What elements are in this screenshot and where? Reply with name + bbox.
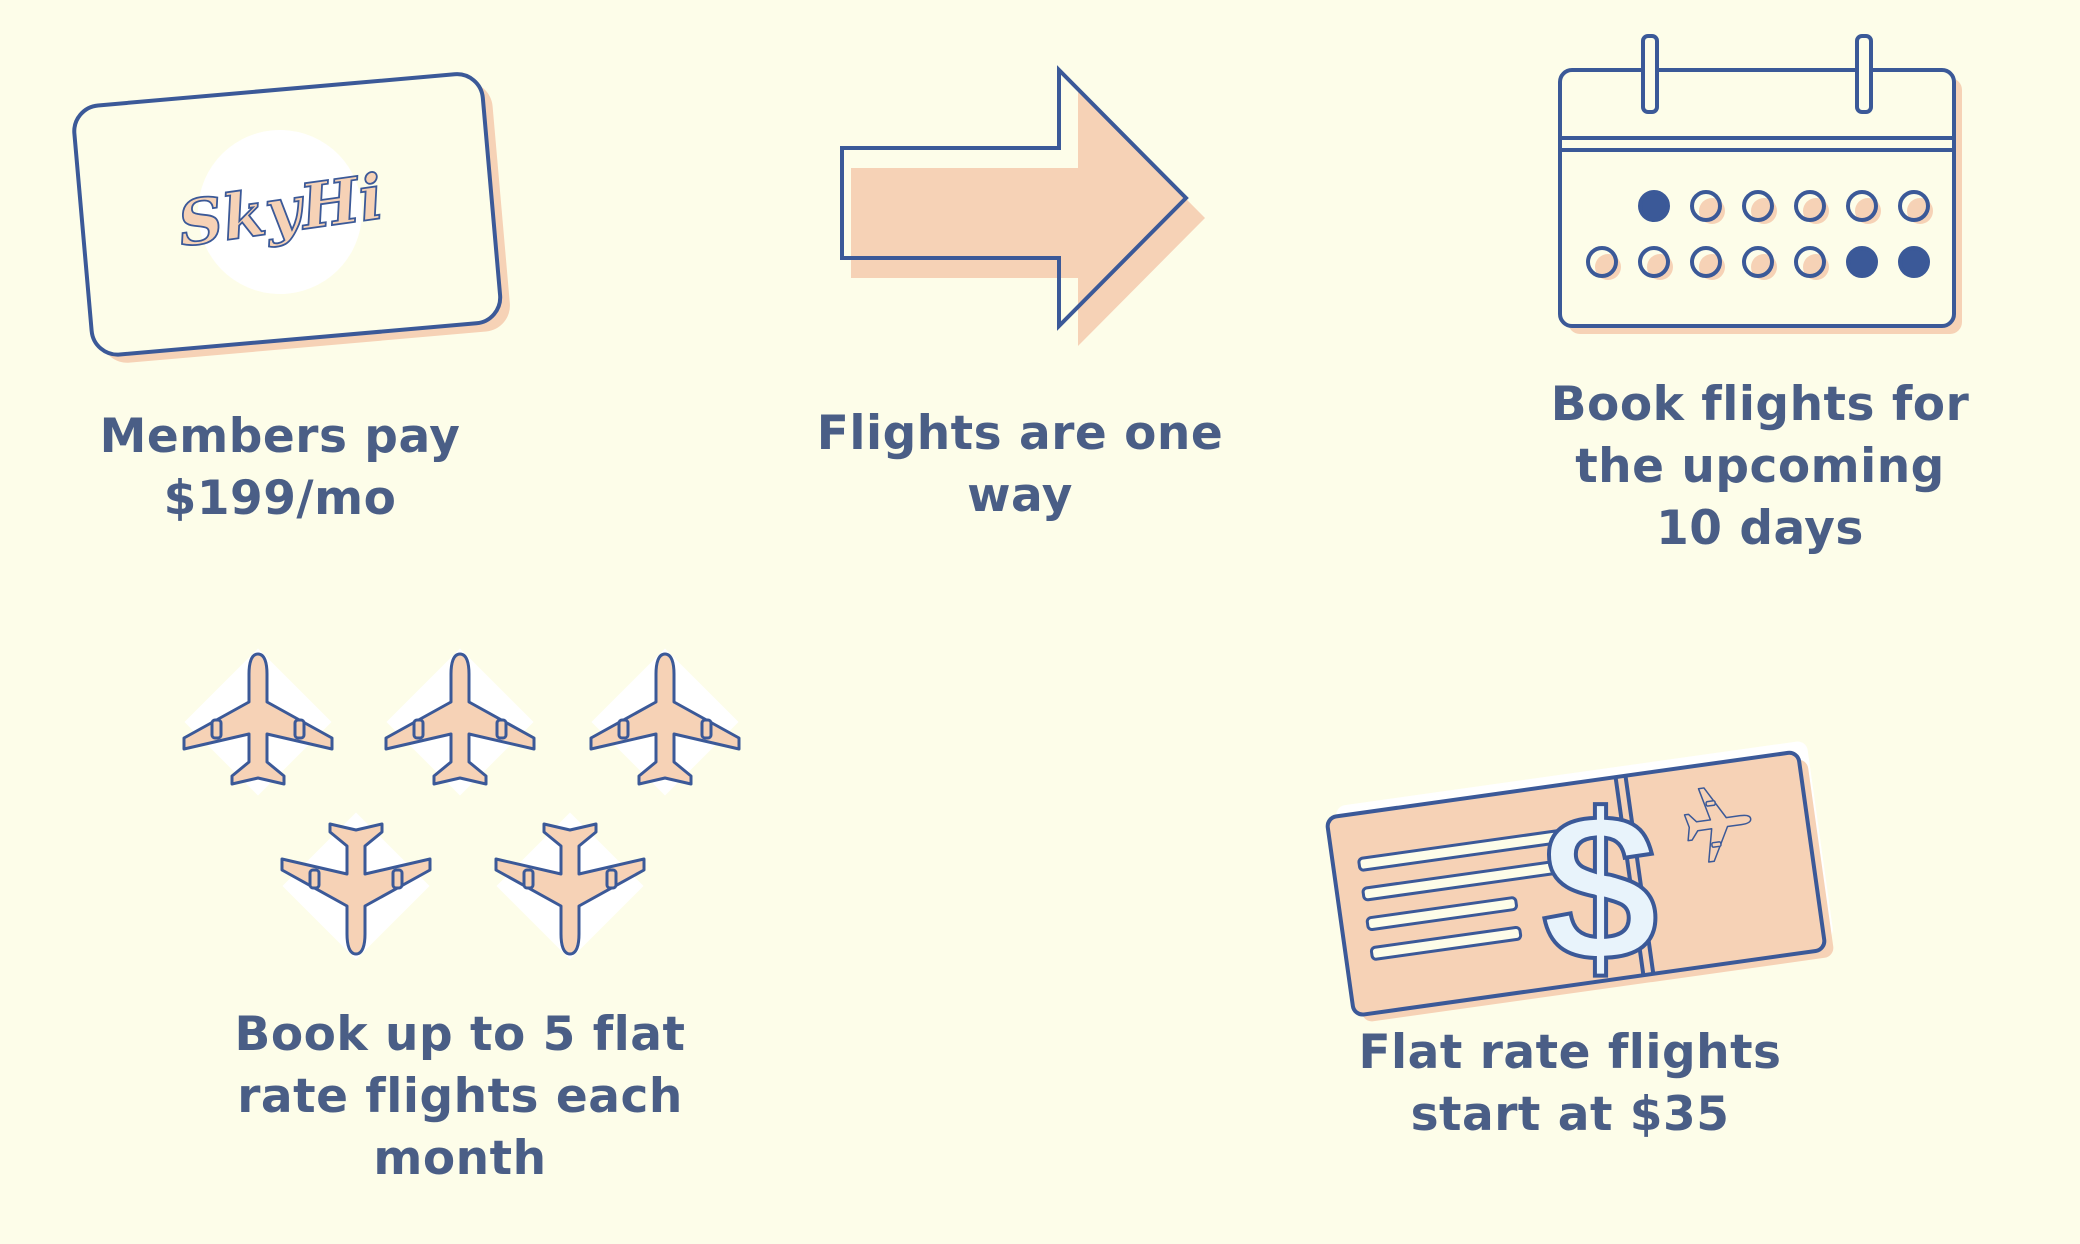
calendar-day [1690,246,1725,280]
airplane-icon [589,648,741,796]
arrow-caption: Flights are one way [816,406,1224,523]
calendar-day [1742,190,1777,224]
dollar-sign-icon: $ [1542,770,1659,1005]
ticket-caption: Flat rate flights start at $35 [1358,1025,1782,1142]
airplane-icon [384,648,536,796]
calendar-day [1846,190,1881,224]
calendar-day-selected [1638,190,1670,222]
airplane-icon [280,812,432,960]
calendar-day-selected [1898,246,1930,278]
airplane-icon [182,648,334,796]
calendar-day [1586,246,1621,280]
calendar-day [1638,246,1673,280]
calendar-caption: Book flights for the upcoming 10 days [1550,377,1970,556]
card-caption: Members pay $199/mo [99,409,461,526]
calendar-day [1898,190,1933,224]
calendar-day [1794,246,1829,280]
calendar-day [1794,190,1829,224]
calendar-day [1742,246,1777,280]
planes-caption: Book up to 5 flat rate flights each mont… [234,1007,686,1186]
airplane-icon [494,812,646,960]
ticket-airplane-icon [1680,781,1757,866]
skyhi-logo: SkyHi [173,160,387,261]
calendar-day [1690,190,1725,224]
calendar-day-selected [1846,246,1878,278]
